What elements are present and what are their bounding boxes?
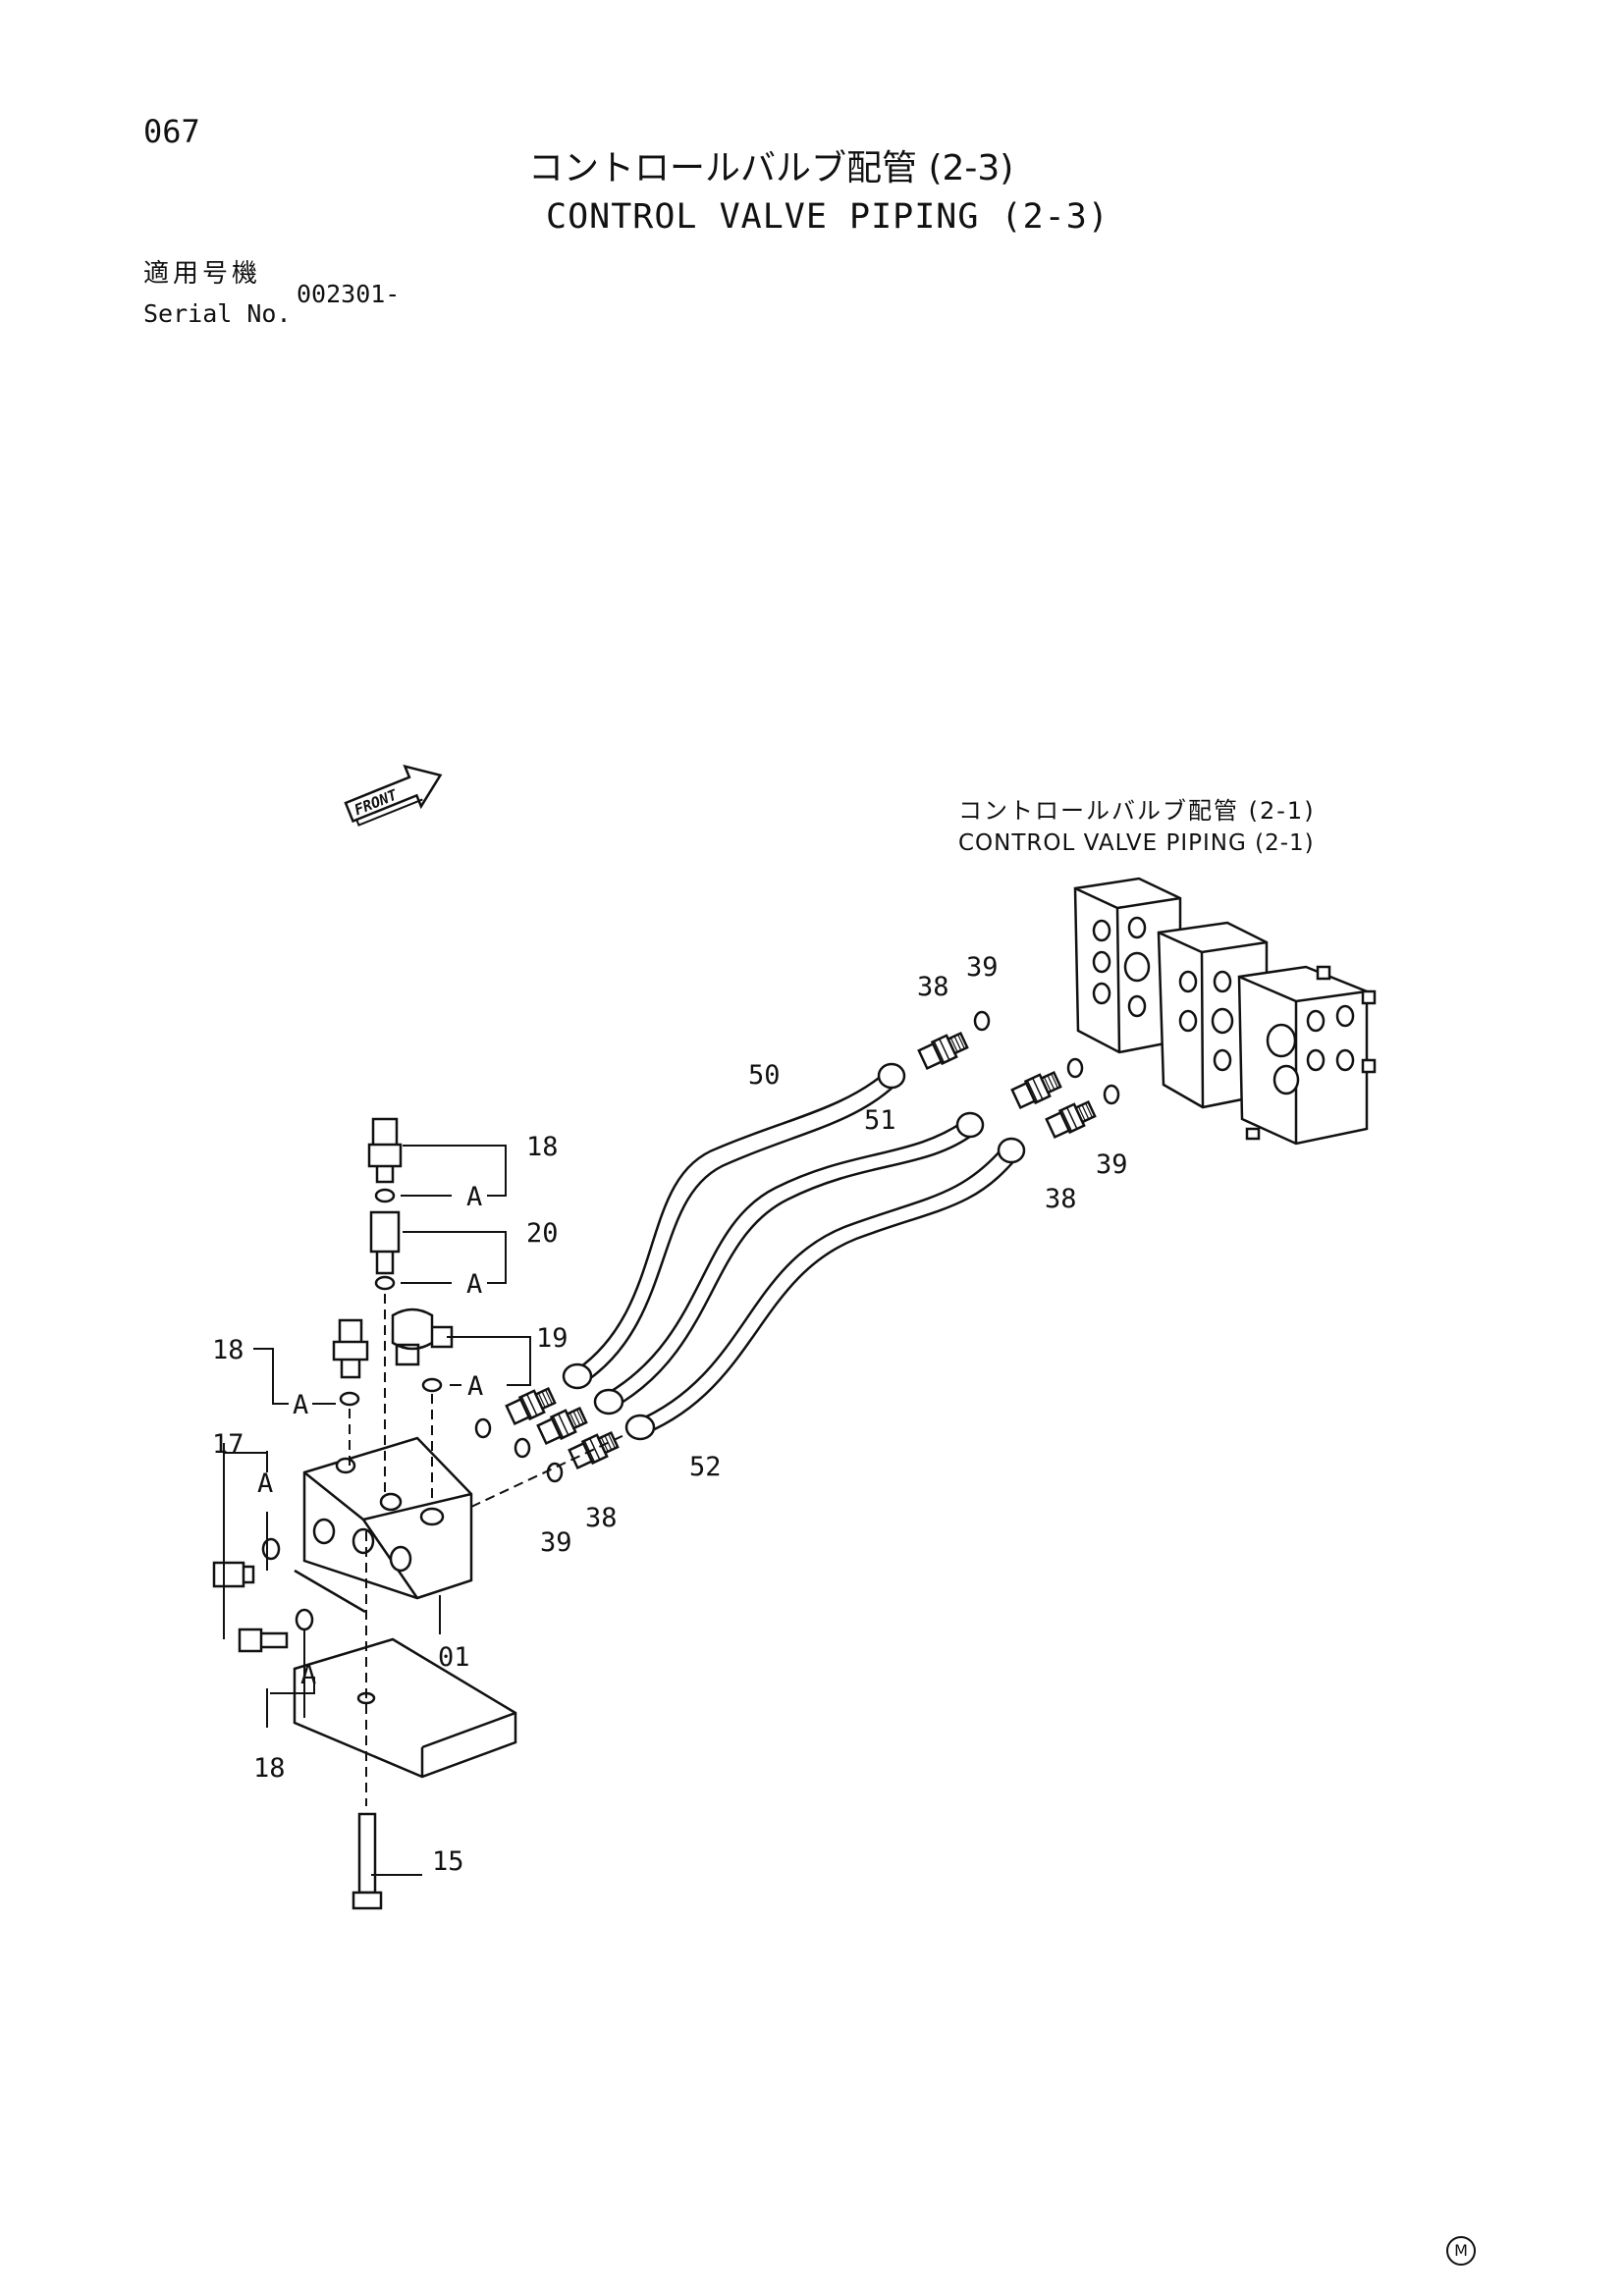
callout-labels: 18 A 20 A 18 A 19 A 17 A A 18 01 15 39 3… xyxy=(212,952,1128,1877)
callout-39-top: 39 xyxy=(966,952,999,983)
serial-number-value: 002301- xyxy=(297,280,401,308)
callout-a-2: A xyxy=(466,1269,482,1300)
serial-label-japanese: 適用号機 xyxy=(143,259,262,289)
callout-51: 51 xyxy=(864,1105,896,1136)
callout-leaders xyxy=(223,1145,531,1876)
reference-label-english: CONTROL VALVE PIPING (2-1) xyxy=(958,830,1315,856)
callout-19: 19 xyxy=(536,1323,568,1354)
callout-39-lower: 39 xyxy=(540,1527,572,1558)
front-arrow-icon: FRONT xyxy=(344,764,443,827)
reference-label-japanese: コントロールバルブ配管 (2-1) xyxy=(958,797,1316,825)
hose-end-nuts xyxy=(562,1062,1026,1441)
callout-18-left: 18 xyxy=(212,1335,244,1365)
callout-a-5: A xyxy=(257,1468,273,1499)
callout-38-lower: 38 xyxy=(585,1503,618,1533)
callout-a-6: A xyxy=(300,1660,316,1690)
hose-assembly xyxy=(576,1069,1017,1435)
assembly-leader-lines xyxy=(349,1294,629,1806)
callout-01: 01 xyxy=(438,1642,470,1673)
callout-38-top: 38 xyxy=(917,972,949,1002)
callout-a-3: A xyxy=(293,1390,308,1420)
control-valve-assembly xyxy=(1073,877,1377,1146)
callout-18-bottom: 18 xyxy=(253,1753,286,1784)
serial-label-english: Serial No. xyxy=(143,299,292,328)
callout-15: 15 xyxy=(432,1846,464,1877)
callout-38-right: 38 xyxy=(1045,1184,1077,1214)
callout-52: 52 xyxy=(689,1452,722,1482)
callout-50: 50 xyxy=(748,1060,781,1091)
registered-mark-icon: M xyxy=(1446,2236,1476,2266)
callout-a-4: A xyxy=(467,1371,483,1402)
callout-17: 17 xyxy=(212,1429,244,1460)
page-number: 067 xyxy=(143,113,200,150)
callout-39-right: 39 xyxy=(1096,1149,1128,1180)
callout-18-top: 18 xyxy=(526,1132,559,1162)
callout-a-1: A xyxy=(466,1182,482,1212)
callout-20: 20 xyxy=(526,1218,559,1249)
left-parts xyxy=(212,1117,517,1910)
page-title-japanese: コントロールバルブ配管 (2-3) xyxy=(528,148,1014,188)
page-title-english: CONTROL VALVE PIPING (2-3) xyxy=(546,197,1110,237)
